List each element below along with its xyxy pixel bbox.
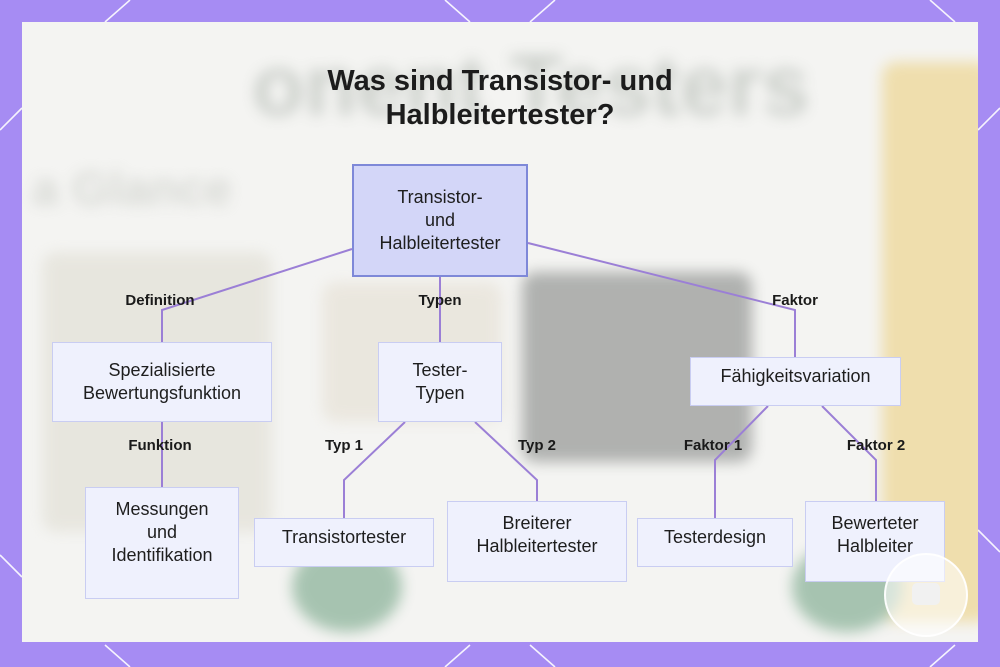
connector-type2 [474,421,538,501]
connector-definition [161,248,353,342]
title-line-2: Halbleitertester? [385,99,615,131]
background-text-1: onent Testers [252,38,810,134]
connector-factor [527,242,796,357]
edge-label-definition: Definition [125,292,195,309]
edge-label-factor: Faktor [772,292,818,309]
semiconductor-tester-node: Breiterer Halbleitertester [447,501,627,582]
title-line-1: Was sind Transistor- und [327,65,673,97]
edge-label-type2: Typ 2 [517,437,557,454]
camera-icon [912,583,940,605]
evaluated-semiconductor-node: Bewerteter Halbleiter [805,501,945,582]
tester-design-node: Testerdesign [637,518,793,567]
definition-node: Spezialisierte Bewertungsfunktion [52,342,272,422]
edge-label-factor1: Faktor 1 [683,437,743,454]
edge-label-function: Funktion [128,437,192,454]
connector-factor1 [714,405,769,518]
diagram-title: Was sind Transistor- und Halbleiterteste… [0,64,1000,132]
root-node: Transistor- und Halbleitertester [352,164,528,277]
connector-type1 [343,421,406,518]
tester-types-node: Tester- Typen [378,342,502,422]
edge-label-factor2: Faktor 2 [846,437,906,454]
background-text-2: a Glance [32,163,233,216]
capability-variation-node: Fähigkeitsvariation [690,357,901,406]
connector-factor2 [821,405,877,501]
measurement-node: Messungen und Identifikation [85,487,239,599]
camera-badge [884,553,968,637]
edge-label-types: Typen [418,292,462,309]
edge-label-type1: Typ 1 [324,437,364,454]
transistor-tester-node: Transistortester [254,518,434,567]
